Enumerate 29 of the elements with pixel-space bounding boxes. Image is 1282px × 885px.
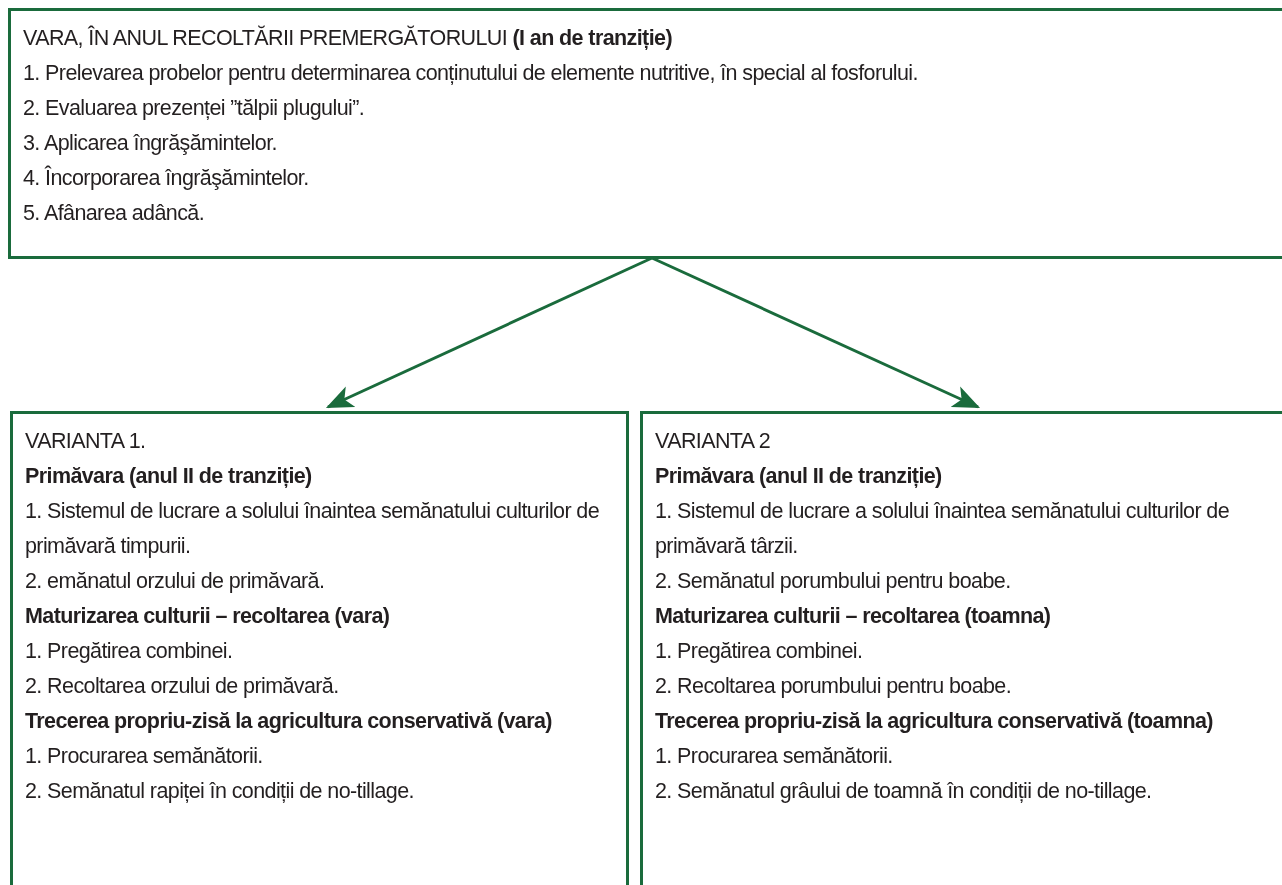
step-box <box>8 8 1282 259</box>
list-item: 2. Semănatul rapiței în condiții de no-tillage. <box>25 778 415 805</box>
list-item: 2. Recoltarea orzului de primăvară. <box>25 673 340 700</box>
list-item: 2. Semănatul porumbului pentru boabe. <box>655 568 1012 595</box>
box-heading: VARA, ÎN ANUL RECOLTĂRII PREMERGĂTORULUI (I an de tranziție) <box>23 24 673 52</box>
list-item: 2. emănatul orzului de primăvară. <box>25 568 326 595</box>
list-item: 2. Recoltarea porumbului pentru boabe. <box>655 673 1013 700</box>
list-item: 1. Pregătirea combinei. <box>25 638 234 665</box>
variant-box <box>10 411 629 885</box>
list-item: 1. Sistemul de lucrare a solului înaintea semănatului culturilor de primăvară timpurii. <box>25 498 601 560</box>
list-item: 1. Sistemul de lucrare a solului înaintea semănatului culturilor de primăvară târzii. <box>655 498 1231 560</box>
list-item: 5. Afânarea adâncă. <box>23 200 206 227</box>
section-heading: Trecerea propriu-zisă la agricultura conservativă (toamna) <box>655 708 1214 735</box>
section-heading: Maturizarea culturii – recoltarea (vara) <box>25 603 391 630</box>
list-item: 1. Prelevarea probelor pentru determinarea conținutului de elemente nutritive, în special al fosforului. <box>23 60 919 87</box>
list-item: 2. Evaluarea prezenței ”tălpii plugului”. <box>23 95 366 122</box>
box-heading: VARIANTA 2 <box>655 428 772 455</box>
variant-box <box>640 411 1282 885</box>
list-item: 4. Încorporarea îngrăşămintelor. <box>23 164 310 192</box>
list-item: 1. Pregătirea combinei. <box>655 638 864 665</box>
box-heading: VARIANTA 1. <box>25 428 147 455</box>
section-heading: Primăvara (anul II de tranziție) <box>655 463 943 490</box>
section-heading: Trecerea propriu-zisă la agricultura conservativă (vara) <box>25 708 553 735</box>
list-item: 1. Procurarea semănătorii. <box>25 743 264 770</box>
list-item: 2. Semănatul grâului de toamnă în condiții de no-tillage. <box>655 778 1153 805</box>
section-heading: Maturizarea culturii – recoltarea (toamna) <box>655 603 1052 630</box>
list-item: 1. Procurarea semănătorii. <box>655 743 894 770</box>
list-item: 3. Aplicarea îngrăşămintelor. <box>23 130 278 157</box>
section-heading: Primăvara (anul II de tranziție) <box>25 463 313 490</box>
